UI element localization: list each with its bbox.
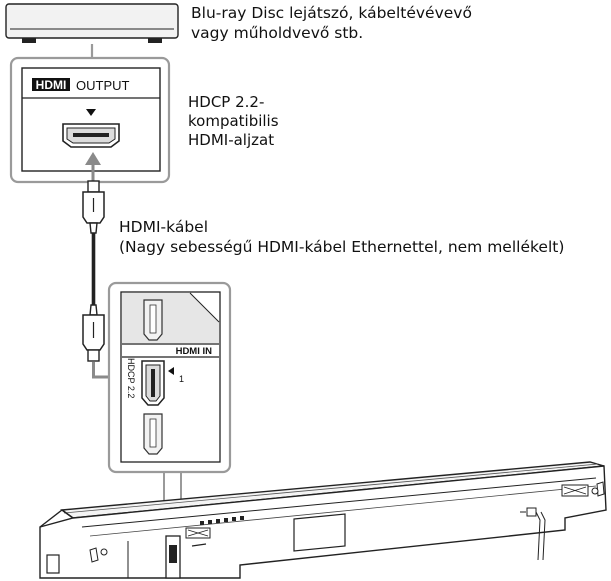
jack-caption-line2: kompatibilis — [188, 112, 279, 130]
hdmi-port-upper — [143, 299, 163, 341]
hdmi-input-jack — [141, 360, 165, 406]
soundbar-buttons — [200, 516, 244, 525]
cable-caption-line1: HDMI-kábel — [119, 218, 208, 236]
arrow-to-output-icon — [85, 152, 101, 182]
cable-caption-line2: (Nagy sebességű HDMI-kábel Ethernettel, … — [119, 238, 564, 256]
output-panel-title: OUTPUT — [76, 78, 130, 93]
hdmi-port-lower — [143, 413, 163, 455]
jack-caption-line1: HDCP 2.2- — [188, 93, 264, 111]
input-panel: HDMI IN HDCP 2.2 1 — [107, 281, 232, 474]
hdmi-cable — [82, 180, 105, 362]
source-device-box — [5, 3, 179, 43]
port-pointer-icon — [168, 367, 174, 375]
port-marker-icon — [86, 109, 96, 116]
hdmi-logo: HDMI — [32, 78, 70, 92]
hdmi-logo-text: HDMI — [36, 78, 67, 92]
hdmi-in-title: HDMI IN — [176, 346, 213, 357]
soundbar — [39, 461, 607, 579]
hdcp-label: HDCP 2.2 — [126, 358, 136, 398]
hdmi-output-jack — [62, 123, 120, 148]
port-number: 1 — [179, 374, 184, 384]
source-device-caption-line2: vagy műholdvevő stb. — [191, 24, 363, 42]
output-panel: HDMI OUTPUT — [9, 56, 171, 184]
jack-caption-line3: HDMI-aljzat — [188, 131, 274, 149]
source-device-caption-line1: Blu-ray Disc lejátszó, kábeltévévevő — [191, 4, 472, 22]
